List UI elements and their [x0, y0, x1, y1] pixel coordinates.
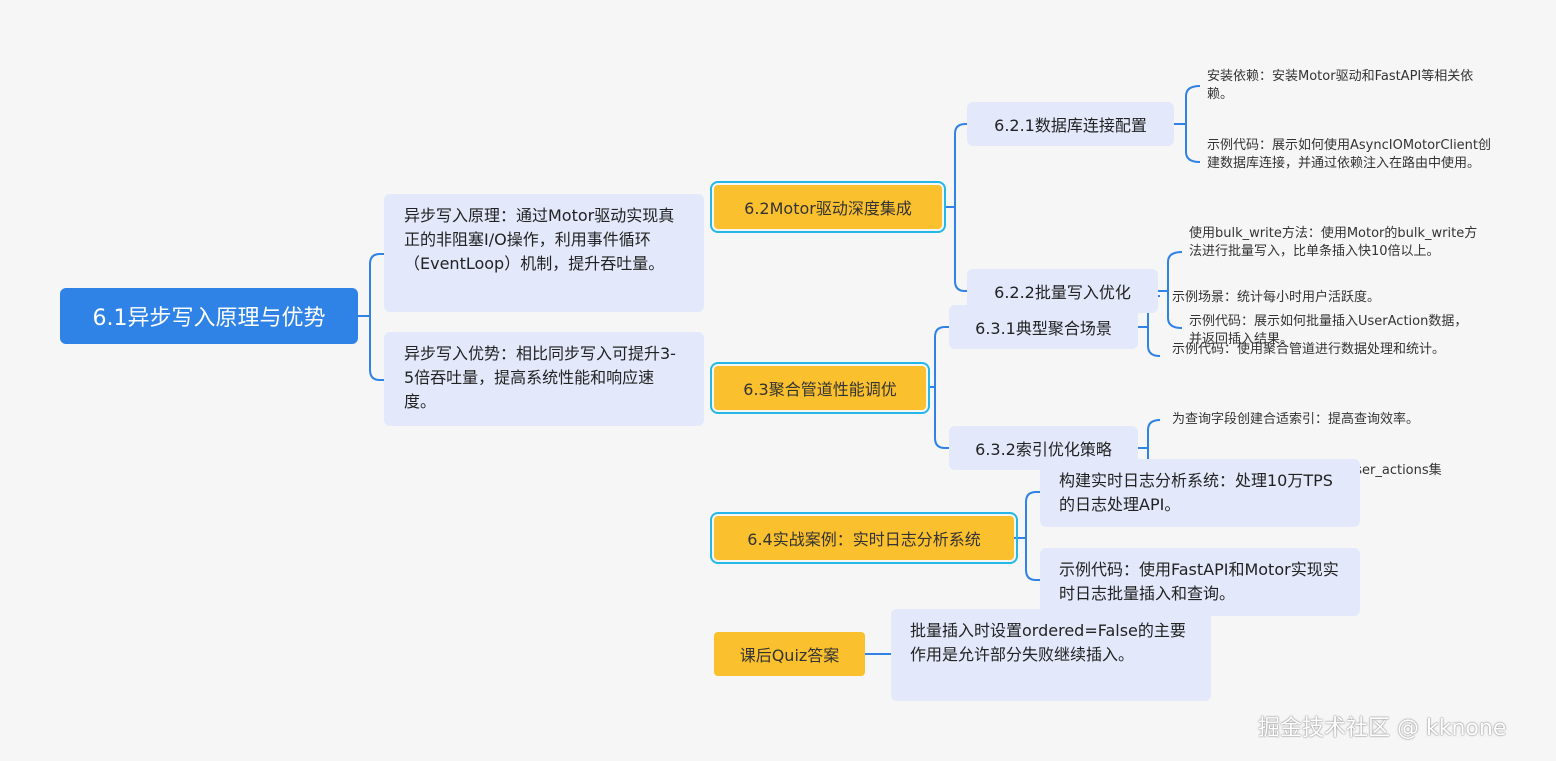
topic-async-advantage[interactable]: 异步写入优势：相比同步写入可提升3-5倍吞吐量，提高系统性能和响应速度。 [384, 332, 704, 426]
leaf-6-2-2-bulk-text: 使用bulk_write方法：使用Motor的bulk_write方法进行批量写… [1189, 226, 1478, 259]
root-label: 6.1异步写入原理与优势 [92, 306, 326, 331]
subtopic-6-2-1-label: 6.2.1数据库连接配置 [994, 116, 1147, 135]
leaf-6-3-2-collection-text: user_actions集 [1347, 463, 1442, 478]
leaf-6-4-code-text: 示例代码：使用FastAPI和Motor实现实时日志批量插入和查询。 [1059, 560, 1339, 603]
leaf-6-2-1-code-text: 示例代码：展示如何使用AsyncIOMotorClient创建数据库连接，并通过… [1207, 138, 1492, 171]
branch-6-2-label: 6.2Motor驱动深度集成 [744, 199, 912, 218]
topic-async-principle[interactable]: 异步写入原理：通过Motor驱动实现真正的非阻塞I/O操作，利用事件循环（Eve… [384, 194, 704, 312]
leaf-6-4-code[interactable]: 示例代码：使用FastAPI和Motor实现实时日志批量插入和查询。 [1040, 548, 1360, 616]
leaf-6-3-2-collection[interactable]: user_actions集 [1347, 462, 1487, 480]
leaf-6-3-1-code-text: 示例代码：使用聚合管道进行数据处理和统计。 [1172, 342, 1446, 357]
leaf-6-2-1-install-text: 安装依赖：安装Motor驱动和FastAPI等相关依赖。 [1207, 69, 1474, 102]
subtopic-6-2-2-label: 6.2.2批量写入优化 [994, 283, 1131, 302]
subtopic-6-3-1-label: 6.3.1典型聚合场景 [975, 319, 1112, 338]
leaf-6-3-2-index-text: 为查询字段创建合适索引：提高查询效率。 [1172, 412, 1420, 427]
topic-async-advantage-text: 异步写入优势：相比同步写入可提升3-5倍吞吐量，提高系统性能和响应速度。 [404, 344, 676, 411]
branch-quiz-label: 课后Quiz答案 [739, 646, 840, 665]
branch-6-4[interactable]: 6.4实战案例：实时日志分析系统 [710, 512, 1018, 564]
leaf-6-2-2-code-text: 示例代码：展示如何批量插入UserAction数据，并返回插入结果。 [1189, 314, 1468, 347]
branch-6-2[interactable]: 6.2Motor驱动深度集成 [710, 181, 946, 233]
watermark-text: 掘金技术社区 @ kknone [1258, 716, 1507, 741]
leaf-6-3-1-scene-text: 示例场景：统计每小时用户活跃度。 [1172, 290, 1381, 305]
leaf-6-2-2-bulk[interactable]: 使用bulk_write方法：使用Motor的bulk_write方法进行批量写… [1189, 225, 1479, 261]
leaf-quiz-answer-text: 批量插入时设置ordered=False的主要作用是允许部分失败继续插入。 [910, 621, 1186, 664]
watermark: 掘金技术社区 @ kknone [1258, 710, 1506, 742]
branch-6-3[interactable]: 6.3聚合管道性能调优 [710, 362, 930, 414]
subtopic-6-3-1[interactable]: 6.3.1典型聚合场景 [949, 305, 1138, 349]
leaf-6-3-1-scene[interactable]: 示例场景：统计每小时用户活跃度。 [1172, 289, 1462, 307]
topic-async-principle-text: 异步写入原理：通过Motor驱动实现真正的非阻塞I/O操作，利用事件循环（Eve… [404, 206, 675, 273]
leaf-6-4-system[interactable]: 构建实时日志分析系统：处理10万TPS的日志处理API。 [1040, 459, 1360, 527]
leaf-quiz-answer[interactable]: 批量插入时设置ordered=False的主要作用是允许部分失败继续插入。 [891, 609, 1211, 701]
root-node[interactable]: 6.1异步写入原理与优势 [60, 288, 358, 344]
leaf-6-2-1-install[interactable]: 安装依赖：安装Motor驱动和FastAPI等相关依赖。 [1207, 68, 1497, 104]
leaf-6-3-1-code[interactable]: 示例代码：使用聚合管道进行数据处理和统计。 [1172, 341, 1462, 359]
leaf-6-4-system-text: 构建实时日志分析系统：处理10万TPS的日志处理API。 [1059, 471, 1333, 514]
leaf-6-3-2-index[interactable]: 为查询字段创建合适索引：提高查询效率。 [1172, 411, 1462, 429]
branch-6-3-label: 6.3聚合管道性能调优 [743, 380, 897, 399]
subtopic-6-3-2-label: 6.3.2索引优化策略 [975, 440, 1112, 459]
branch-6-4-label: 6.4实战案例：实时日志分析系统 [747, 530, 981, 549]
subtopic-6-2-1[interactable]: 6.2.1数据库连接配置 [967, 102, 1174, 146]
branch-quiz[interactable]: 课后Quiz答案 [714, 632, 865, 676]
leaf-6-2-2-code[interactable]: 示例代码：展示如何批量插入UserAction数据，并返回插入结果。 [1189, 313, 1479, 349]
leaf-6-2-1-code[interactable]: 示例代码：展示如何使用AsyncIOMotorClient创建数据库连接，并通过… [1207, 137, 1497, 173]
